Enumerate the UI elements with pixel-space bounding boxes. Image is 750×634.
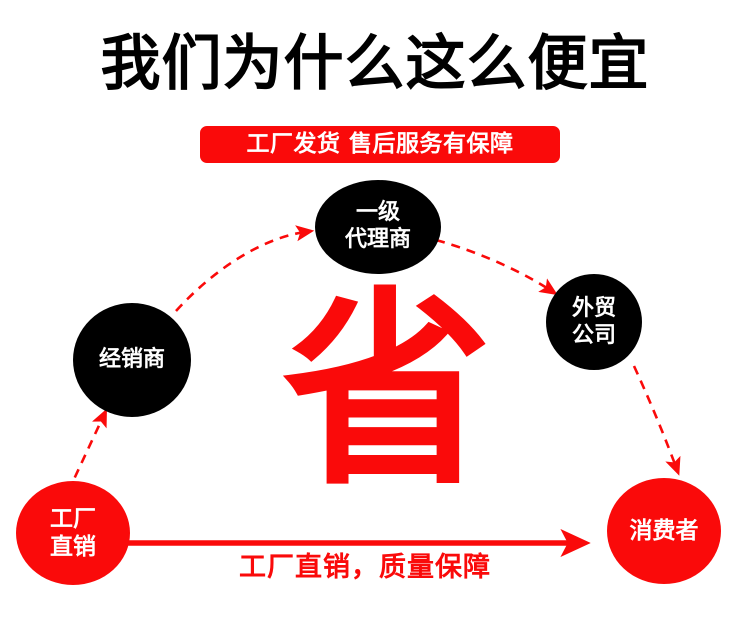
page-title: 我们为什么这么便宜 [100,29,650,99]
arrow-agent-to-trade [435,238,558,296]
arrow-factory-to-dealer [66,408,107,493]
savings-character: 省 [282,269,493,514]
arrow-trade-to-consumer [632,365,681,476]
node-dealer-label: 经销商 [98,347,165,372]
node-factory-direct-label: 工厂 直销 [50,506,96,560]
node-trade-company-label: 外贸 公司 [571,296,616,348]
node-factory-direct: 工厂 直销 [16,481,130,585]
bottom-caption: 工厂直销，质量保障 [239,552,491,583]
node-dealer: 经销商 [73,303,191,417]
node-consumer: 消费者 [607,478,721,584]
node-agent-label: 一级 代理商 [344,200,411,252]
arrow-dealer-to-agent [175,225,315,312]
status-badge: 工厂发货 售后服务有保障 [200,126,560,163]
node-trade-company: 外贸 公司 [546,274,642,370]
node-agent: 一级 代理商 [315,180,441,274]
node-consumer-label: 消费者 [629,518,699,544]
